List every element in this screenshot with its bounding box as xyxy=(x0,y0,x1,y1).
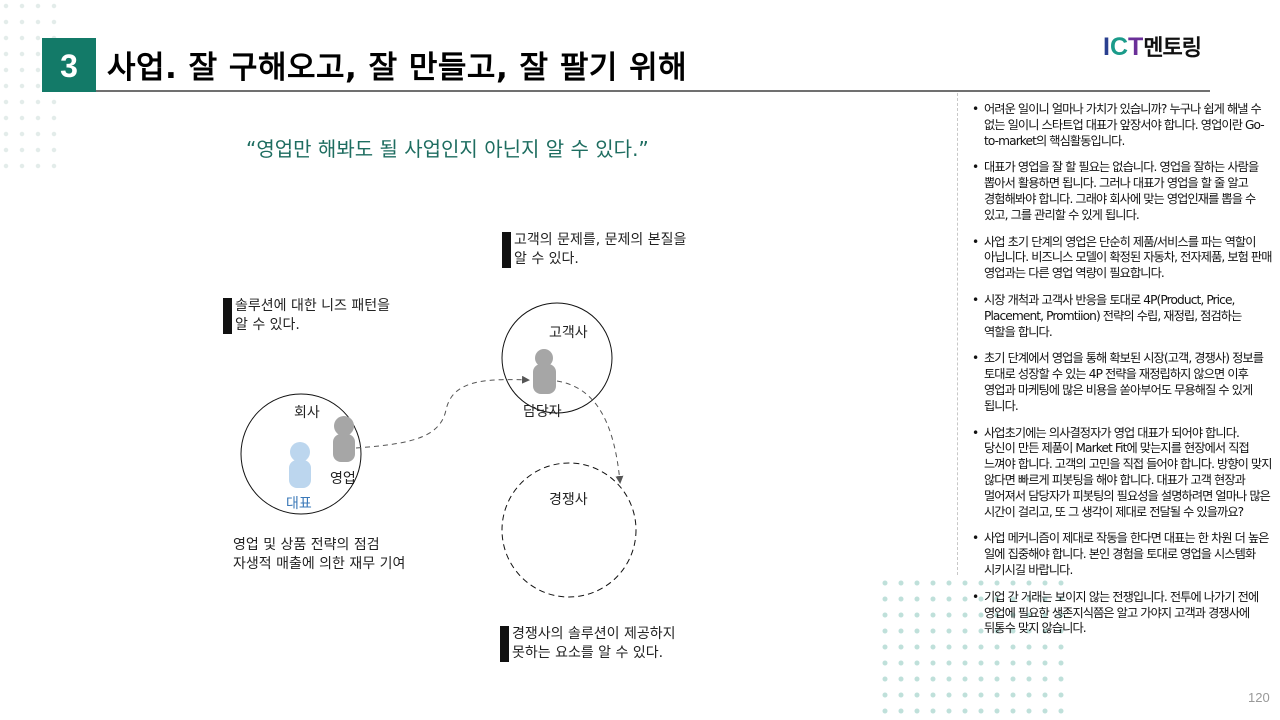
company-benefit-note: 영업 및 상품 전략의 점검 자생적 매출에 의한 재무 기여 xyxy=(233,537,406,572)
competitor-label: 경쟁사 xyxy=(549,492,588,508)
ceo-label: 대표 xyxy=(286,496,312,512)
logo-letter-c: C xyxy=(1109,33,1129,61)
customer-insight-note: 고객의 문제를, 문제의 본질을 알 수 있다. xyxy=(502,231,686,269)
company-label: 회사 xyxy=(294,405,320,421)
sales-relationship-diagram xyxy=(240,302,637,598)
bullet-item: •사업 메커니즘이 제대로 작동을 한다면 대표는 한 차원 더 높은 일에 집… xyxy=(972,531,1269,577)
bullet-item: •사업 초기 단계의 영업은 단순히 제품/서비스를 파는 역할이 아닙니다. … xyxy=(972,234,1272,281)
sales-person-icon xyxy=(333,416,355,462)
solution-insight-note: 솔루션에 대한 니즈 패턴을 알 수 있다. xyxy=(223,297,390,335)
header-divider xyxy=(96,90,1210,92)
page-title: 사업. 잘 구해오고, 잘 만들고, 잘 팔기 위해 xyxy=(107,50,688,86)
competitor-insight-note: 경쟁사의 솔루션이 제공하지 못하는 요소를 알 수 있다. xyxy=(500,625,675,663)
decorative-dot-pattern-bottom-right xyxy=(877,575,1069,720)
logo-letter-i: I xyxy=(1103,33,1110,61)
logo-letter-t: T xyxy=(1128,33,1144,61)
bullet-item: •초기 단계에서 영업을 통해 확보된 시장(고객, 경쟁사) 정보를 토대로 … xyxy=(972,351,1264,413)
sales-label: 영업 xyxy=(330,471,356,487)
note-marker-bar xyxy=(502,232,511,268)
ceo-person-icon xyxy=(289,442,311,488)
contact-label: 담당자 xyxy=(523,404,562,420)
sales-to-contact-arrow xyxy=(355,375,530,449)
ict-mentoring-logo: ICT멘토링 xyxy=(1103,30,1202,62)
customer-circle xyxy=(501,302,613,414)
customer-label: 고객사 xyxy=(549,325,588,341)
bullet-item: •대표가 영업을 잘 할 필요는 없습니다. 영업을 잘하는 사람을 뽑아서 활… xyxy=(972,160,1259,222)
bullet-item: •시장 개척과 고객사 반응을 토대로 4P(Product, Price, P… xyxy=(972,292,1242,339)
slide-header: 3 사업. 잘 구해오고, 잘 만들고, 잘 팔기 위해 xyxy=(42,38,1210,92)
bullet-item: •사업초기에는 의사결정자가 영업 대표가 되어야 합니다. 당신이 만든 제품… xyxy=(972,425,1272,519)
headline-quote: “영업만 해봐도 될 사업인지 아닌지 알 수 있다.” xyxy=(246,137,649,161)
competitor-circle xyxy=(501,462,637,598)
company-circle xyxy=(240,393,362,515)
section-number-badge: 3 xyxy=(42,38,96,92)
logo-korean-text: 멘토링 xyxy=(1143,36,1202,61)
note-marker-bar xyxy=(500,626,509,662)
bullet-item: •어려운 일이니 얼마나 가치가 있습니까? 누구나 쉽게 해낼 수 없는 일이… xyxy=(972,102,1265,148)
page-number: 120 xyxy=(1248,690,1270,705)
bullet-item: •기업 간 거래는 보이지 않는 전쟁입니다. 전투에 나가기 전에 영업에 필… xyxy=(972,589,1259,636)
bullet-list: •어려운 일이니 얼마나 가치가 있습니까? 누구나 쉽게 해낼 수 없는 일이… xyxy=(972,102,1272,648)
column-separator xyxy=(957,93,958,575)
note-marker-bar xyxy=(223,298,232,334)
contact-person-icon xyxy=(533,349,556,394)
contact-to-competitor-arrow xyxy=(556,380,624,484)
